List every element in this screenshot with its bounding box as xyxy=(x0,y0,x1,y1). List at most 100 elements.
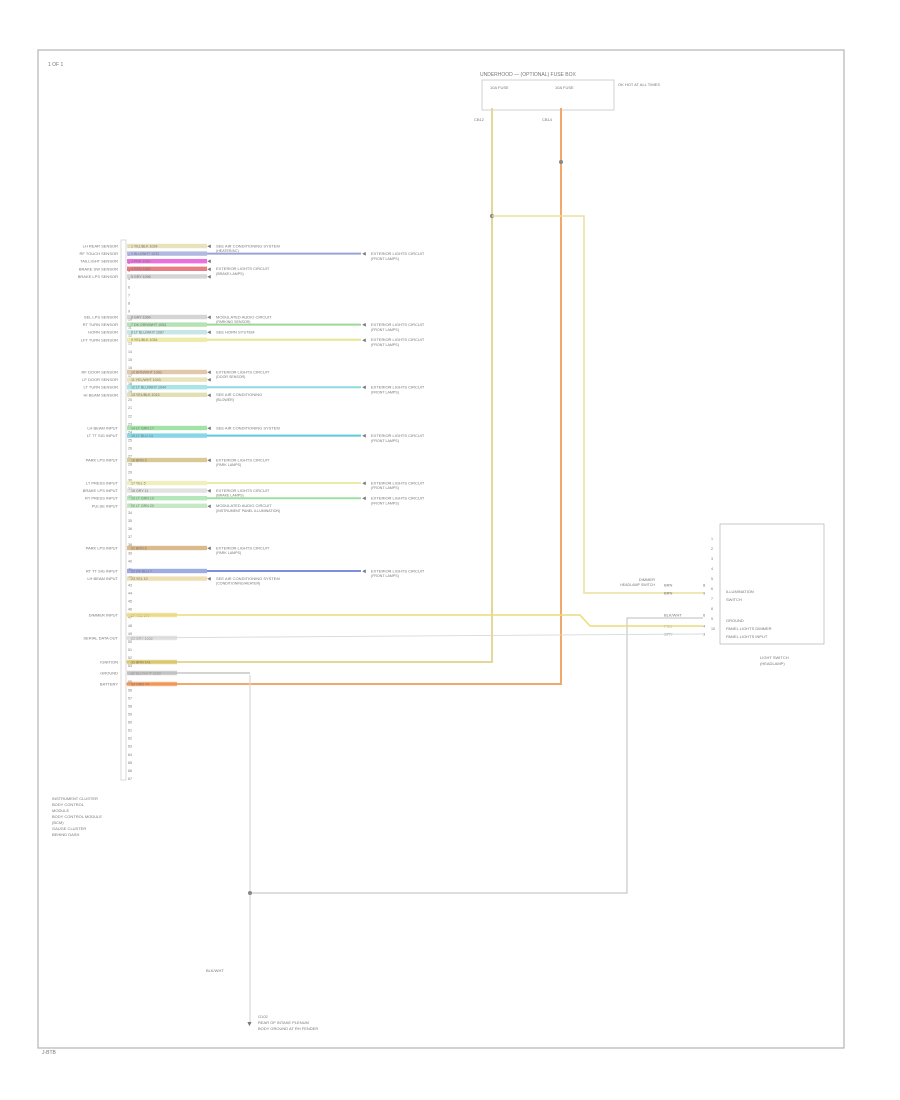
ground-branch-wire xyxy=(250,617,703,894)
switch-label: PANEL LIGHTS DIMMER xyxy=(726,626,772,631)
pin-number: 39 xyxy=(128,551,132,555)
row-dest-1: SEE AIR CONDITIONING SYSTEM xyxy=(216,576,280,581)
row-dest-right-sub: (FRONT LAMPS) xyxy=(371,257,399,261)
row-left-label: LFT TURN SENSOR xyxy=(81,337,118,342)
pin-number: 9 xyxy=(128,309,130,313)
arrow-icon: ◄ xyxy=(206,370,212,376)
pin-number: 50 xyxy=(128,640,132,644)
row-dest-2: (BRAKE LAMPS) xyxy=(216,272,244,276)
row-left-label: PARK LPS INPUT xyxy=(86,546,119,551)
row-dest-2: (BRAKE LAMPS) xyxy=(216,494,244,498)
row-left-label: RT TURN SENSOR xyxy=(83,322,118,327)
row-dest-2: (INSTRUMENT PANEL ILLUMINATION) xyxy=(216,509,280,513)
switch-caption-2: (HEADLAMP) xyxy=(760,661,785,666)
arrow-icon: ◄ xyxy=(361,252,367,258)
module-caption-line: BEHIND DASH xyxy=(52,832,79,837)
row-left-label: LF DOOR SENSOR xyxy=(82,377,118,382)
row-wire-label: 20 LT GRN 20 xyxy=(131,504,154,508)
row-dest-1: SEE AIR CONDITIONING SYSTEM xyxy=(216,243,280,248)
row-dest-right: EXTERIOR LIGHTS CIRCUIT xyxy=(371,322,425,327)
arrow-icon: ◄ xyxy=(206,426,212,432)
fuse-b-label: 10A FUSE xyxy=(555,85,574,90)
row-left-label: BRAKE SW SENSOR xyxy=(79,266,118,271)
pin-number: 18 xyxy=(128,382,132,386)
pin-number: 13 xyxy=(128,342,132,346)
pin-number: 12 xyxy=(128,334,132,338)
pin-number: 53 xyxy=(128,664,132,668)
row-wire-label: 19 LT GRN 19 xyxy=(131,497,154,501)
row-dest-2: (PARK LAMPS) xyxy=(216,551,241,555)
row-dest-right-sub: (FRONT LAMPS) xyxy=(371,486,399,490)
light-switch-outline xyxy=(719,523,825,645)
switch-wire-name: DIMMER xyxy=(639,577,655,582)
row-dest-right-sub: (FRONT LAMPS) xyxy=(371,343,399,347)
pin-number: 38 xyxy=(128,543,132,547)
row-wire-label: 9 YEL/BLK 1054 xyxy=(131,338,158,342)
arrow-icon: ◄ xyxy=(206,546,212,552)
pin-number: 23 xyxy=(128,422,132,426)
pin-number: 46 xyxy=(128,608,132,612)
row-dest-right-sub: (FRONT LAMPS) xyxy=(371,501,399,505)
switch-pin-number: 1 xyxy=(711,537,713,541)
arrow-icon: ◄ xyxy=(206,458,212,464)
pin-number: 15 xyxy=(128,358,132,362)
pin-number: 56 xyxy=(128,688,132,692)
row-wire-label: 22 DK BLU 7 xyxy=(131,569,152,573)
wire-color-band xyxy=(127,545,207,551)
row-dest-2: (BLOWER) xyxy=(216,398,234,402)
row-left-label: PULSE INPUT xyxy=(92,503,119,508)
pin-number: 52 xyxy=(128,656,132,660)
diagram-frame xyxy=(37,49,845,1049)
row-left-label: LH REAR SENSOR xyxy=(83,244,118,249)
row-left-label: LT PRESS INPUT xyxy=(86,481,119,486)
switch-pin-number: 6 xyxy=(711,587,713,591)
pin-number: 6 xyxy=(128,285,130,289)
wire-color-band xyxy=(127,314,207,320)
module-caption-line: (BCM) xyxy=(52,820,64,825)
wire-color-band xyxy=(127,330,207,335)
switch-wire-pin: 6 xyxy=(703,612,706,617)
row-left-label: RT TT SIG INPUT xyxy=(86,569,119,574)
row-left-label: TAILLIGHT SENSOR xyxy=(80,259,118,264)
switch-pin-number: 3 xyxy=(711,557,713,561)
arrow-icon: ◄ xyxy=(206,259,212,265)
pin-number: 43 xyxy=(128,584,132,588)
row-left-label: RF TOUCH SENSOR xyxy=(79,251,118,256)
pin-number: 57 xyxy=(128,696,132,700)
ground-wire-label: BLK/WHT xyxy=(206,968,224,973)
switch-wire-color: BLK/WHT xyxy=(664,612,682,617)
wire-color-band xyxy=(127,488,207,493)
row-left-label: BATTERY xyxy=(100,682,118,687)
pin-number: 22 xyxy=(128,414,132,418)
ground-label: G102 xyxy=(258,1014,269,1019)
wire-color-band xyxy=(127,251,207,256)
arrow-icon: ◄ xyxy=(361,385,367,391)
arrow-icon: ◄ xyxy=(206,244,212,250)
pin-number: 19 xyxy=(128,390,132,394)
pin-number: 62 xyxy=(128,737,132,741)
pin-number: 8 xyxy=(128,301,130,305)
pin-number: 60 xyxy=(128,721,132,725)
row-left-label: RF DOOR SENSOR xyxy=(82,370,119,375)
pin-number: 21 xyxy=(128,406,132,410)
pin-number: 45 xyxy=(128,600,132,604)
arrow-icon: ◄ xyxy=(206,315,212,321)
switch-wire-pin: 9 xyxy=(703,590,706,595)
wire-color-band xyxy=(127,369,207,375)
switch-pin-number: 2 xyxy=(711,547,713,551)
switch-feed-wire xyxy=(492,215,703,594)
row-dest-right: EXTERIOR LIGHTS CIRCUIT xyxy=(371,480,425,485)
pin-number: 11 xyxy=(128,326,132,330)
arrow-icon: ◄ xyxy=(206,274,212,280)
wire-color-band xyxy=(127,480,207,486)
row-dest-right-sub: (FRONT LAMPS) xyxy=(371,439,399,443)
row-dest-right: EXTERIOR LIGHTS CIRCUIT xyxy=(371,385,425,390)
wire-color-band xyxy=(127,457,207,463)
row-dest-2: (PARK LAMPS) xyxy=(216,463,241,467)
switch-wire-pin: 3 xyxy=(703,631,706,636)
module-caption-line: INSTRUMENT CLUSTER xyxy=(52,796,98,801)
row-left-label: PARK LPS INPUT xyxy=(86,458,119,463)
